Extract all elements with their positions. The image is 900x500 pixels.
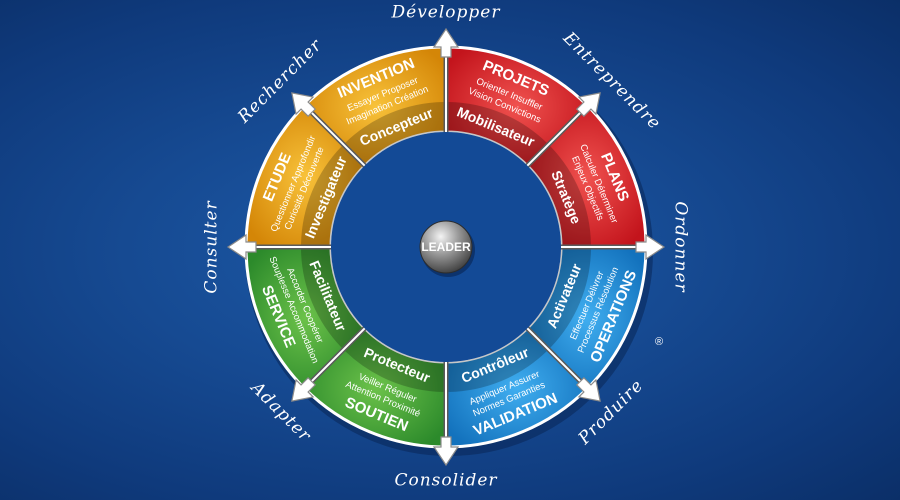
direction-arrow-icon <box>291 92 317 118</box>
leader-badge <box>419 220 473 274</box>
verb-developper: Développer <box>391 3 501 23</box>
segment-separator-highlight <box>525 326 590 391</box>
verb-ordonner: Ordonner <box>671 201 691 292</box>
direction-arrow-icon <box>226 233 257 261</box>
role-band <box>448 329 547 392</box>
role-band <box>301 146 364 245</box>
segment-separator-highlight <box>525 103 590 168</box>
direction-arrow-icon <box>575 92 601 118</box>
role-band <box>528 249 591 348</box>
segment-separator-highlight <box>302 326 367 391</box>
direction-arrow-icon <box>575 376 601 402</box>
direction-arrow-icon <box>432 436 460 467</box>
role-band <box>345 102 444 165</box>
role-band <box>448 102 547 165</box>
direction-arrow-icon <box>432 27 460 58</box>
registered-mark: ® <box>655 336 663 348</box>
direction-arrow-icon <box>635 233 666 261</box>
verb-consolider: Consolider <box>394 471 497 491</box>
direction-arrow-icon <box>291 376 317 402</box>
role-band <box>301 249 364 348</box>
segment-separator-highlight <box>302 103 367 168</box>
verb-consulter: Consulter <box>202 200 222 293</box>
leader-label: LEADER <box>421 240 471 254</box>
role-band <box>345 329 444 392</box>
role-band <box>528 146 591 245</box>
